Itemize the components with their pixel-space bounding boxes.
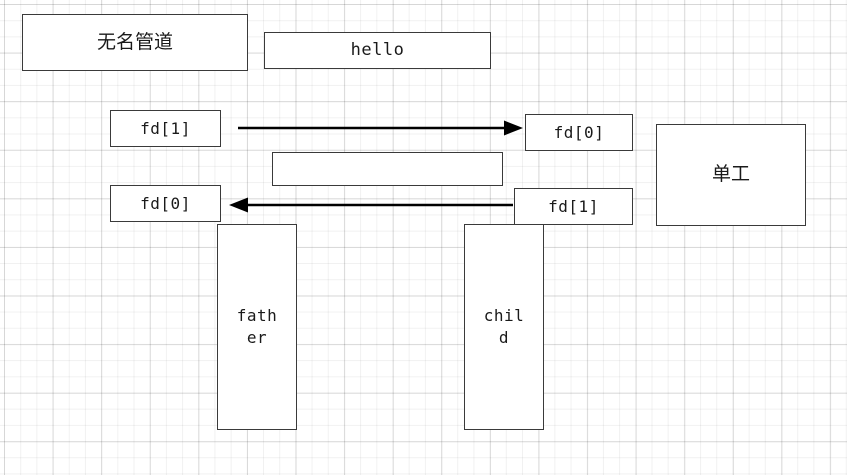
- node-father-process: father: [217, 224, 297, 430]
- node-hello-buffer: hello: [264, 32, 491, 69]
- node-simplex: 单工: [656, 124, 806, 226]
- node-child-read-fd: fd[0]: [525, 114, 633, 151]
- node-father-read-fd: fd[0]: [110, 185, 221, 222]
- arrow-head-right: [504, 120, 523, 136]
- arrow-child-to-father-write: [229, 197, 513, 213]
- node-child-read-fd-label: fd[0]: [553, 122, 605, 142]
- node-simplex-label: 单工: [711, 163, 750, 186]
- node-anonymous-pipe-label: 无名管道: [96, 30, 173, 53]
- node-anonymous-pipe: 无名管道: [22, 14, 248, 71]
- node-child-write-fd-label: fd[1]: [548, 196, 599, 216]
- arrow-father-to-child-write: [238, 120, 523, 136]
- node-father-process-label: father: [236, 306, 278, 347]
- node-child-process: child: [464, 224, 544, 430]
- node-father-write-fd-label: fd[1]: [140, 118, 191, 138]
- node-pipe-buffer-empty: [272, 152, 503, 186]
- node-child-write-fd: fd[1]: [514, 188, 633, 225]
- arrow-head-left: [229, 197, 248, 213]
- node-father-read-fd-label: fd[0]: [140, 193, 191, 213]
- node-child-process-label: child: [483, 306, 525, 347]
- node-hello-buffer-label: hello: [350, 40, 405, 61]
- node-father-write-fd: fd[1]: [110, 110, 221, 147]
